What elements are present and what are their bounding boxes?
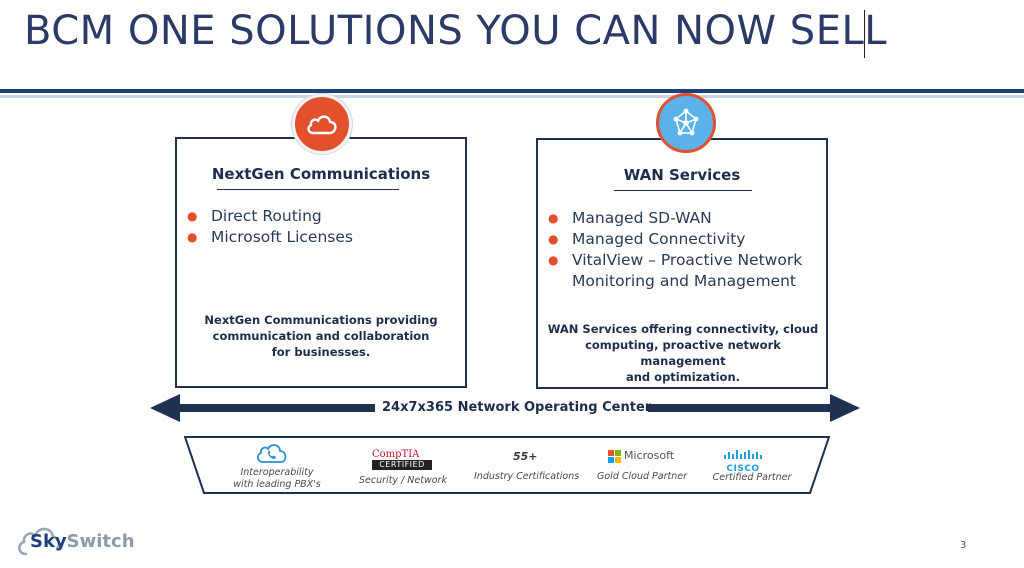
nextgen-card: NextGen Communications ●Direct Routing ●… xyxy=(175,137,467,388)
microsoft-logo: Microsoft xyxy=(608,449,674,463)
cert-count: 55+ xyxy=(513,450,538,463)
skyswitch-logo-text: SkySwitch xyxy=(30,531,135,552)
title-rule-light xyxy=(0,95,1024,98)
cloud-icon xyxy=(307,115,337,135)
wan-title: WAN Services xyxy=(623,166,741,184)
slide-title: BCM ONE SOLUTIONS YOU CAN NOW SELL xyxy=(24,8,888,54)
cisco-logo: CISCO xyxy=(722,445,764,474)
industry-label: Industry Certifications xyxy=(474,471,580,482)
list-item: ●Managed SD-WAN xyxy=(548,209,712,227)
partners-band xyxy=(184,436,830,494)
list-item: ●Microsoft Licenses xyxy=(187,228,353,246)
bullet-icon: ● xyxy=(548,232,559,246)
network-icon xyxy=(673,108,699,136)
network-badge xyxy=(656,93,716,153)
title-rule xyxy=(0,89,1024,93)
phone-cloud-icon xyxy=(256,444,287,463)
bullet-icon: ● xyxy=(187,230,198,244)
cisco-label: Certified Partner xyxy=(712,472,792,483)
list-item: Monitoring and Management xyxy=(572,272,797,290)
noc-label: 24x7x365 Network Operating Center xyxy=(382,400,652,415)
cisco-bars-icon xyxy=(724,450,762,459)
list-item: ●Managed Connectivity xyxy=(548,230,746,248)
list-item: ●VitalView – Proactive Network xyxy=(548,251,803,269)
bullet-icon: ● xyxy=(548,211,559,225)
wan-title-underline xyxy=(614,190,752,191)
nextgen-description: NextGen Communications providing communi… xyxy=(204,313,438,359)
microsoft-label: Gold Cloud Partner xyxy=(597,471,687,482)
microsoft-icon xyxy=(608,449,621,463)
comptia-logo: CompTIA CERTIFIED xyxy=(372,449,432,470)
list-item: ●Direct Routing xyxy=(187,207,322,225)
page-number: 3 xyxy=(960,540,967,551)
nextgen-title: NextGen Communications xyxy=(211,165,431,183)
interop-label: Interoperability with leading PBX's xyxy=(233,467,321,490)
noc-double-arrow xyxy=(150,394,860,422)
text-cursor xyxy=(864,10,865,58)
skyswitch-logo-cloud xyxy=(18,527,61,556)
wan-bullets: ●Managed SD-WAN ●Managed Connectivity ●V… xyxy=(548,208,802,292)
wan-description: WAN Services offering connectivity, clou… xyxy=(547,322,819,384)
nextgen-title-underline xyxy=(217,189,399,190)
cloud-badge xyxy=(292,94,352,154)
nextgen-bullets: ●Direct Routing ●Microsoft Licenses xyxy=(187,206,353,248)
bullet-icon: ● xyxy=(548,253,559,267)
wan-card: WAN Services ●Managed SD-WAN ●Managed Co… xyxy=(536,138,828,389)
bullet-icon: ● xyxy=(187,209,198,223)
security-label: Security / Network xyxy=(359,475,447,486)
